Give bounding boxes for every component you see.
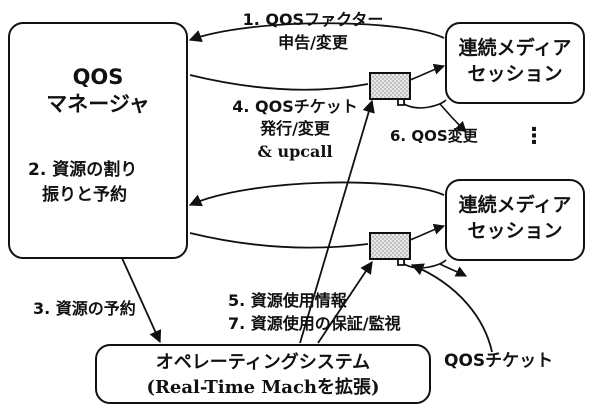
- loop-arc-bottom-upper: [188, 181, 445, 207]
- step1-label-line2: 申告/変更: [278, 33, 348, 53]
- step3-arrow: [121, 257, 162, 344]
- qos-manager-title: QOS マネージャ: [9, 64, 187, 119]
- os-label-line2: (Real-Time Machを拡張): [146, 377, 380, 399]
- media-session-box-2: [445, 179, 585, 261]
- os-to-ticket2-arrow: [317, 260, 373, 344]
- qos-manager-box: [8, 22, 188, 259]
- step1-label-line1: 1. QOSファクター: [242, 10, 384, 29]
- qos-manager-title-line1: QOS: [72, 65, 124, 89]
- media-session-label-2: 連続メディア セッション: [446, 193, 584, 244]
- media-session-label-1: 連続メディア セッション: [446, 36, 584, 87]
- ticket2-to-session2-arrow-b: [403, 259, 447, 269]
- step3-label: 3. 資源の予約: [33, 299, 136, 318]
- more-sessions-ellipsis: ⋮: [523, 124, 545, 149]
- step6-label: 6. QOS変更: [390, 127, 478, 145]
- qos-ticket-box-2: [369, 232, 411, 260]
- media-session-2-line1: 連続メディア: [458, 194, 572, 216]
- qos-ticket-box-1: [369, 72, 411, 100]
- step2-label: 2. 資源の割り 振りと予約: [28, 158, 137, 207]
- session2-down-arrow: [439, 263, 468, 277]
- step4-label: 4. QOSチケット 発行/変更 & upcall: [220, 96, 370, 163]
- os-box: [95, 344, 431, 404]
- loop-arc-top-upper: [188, 22, 445, 43]
- media-session-1-line2: セッション: [467, 62, 563, 85]
- step2-label-line1: 2. 資源の割り: [28, 160, 138, 180]
- media-session-2-line2: セッション: [467, 219, 563, 242]
- step4-label-line3: & upcall: [257, 141, 333, 161]
- step4-label-line1: 4. QOSチケット: [232, 97, 358, 116]
- step1-label: 1. QOSファクター 申告/変更: [218, 8, 408, 54]
- qos-ticket-label: QOSチケット: [444, 351, 554, 371]
- step6-arrow: [439, 103, 467, 133]
- ticket1-to-session1-arrow-a: [409, 63, 446, 81]
- step7-label: 7. 資源使用の保証/監視: [228, 314, 401, 333]
- step2-label-line2: 振りと予約: [42, 184, 127, 205]
- os-label-line1: オペレーティングシステム: [155, 352, 371, 373]
- loop-arc-top-lower: [189, 74, 369, 91]
- qos-ticket-callout-arrow: [410, 263, 493, 353]
- qos-manager-title-line2: マネージャ: [46, 92, 150, 117]
- step5-label: 5. 資源使用情報: [228, 291, 347, 310]
- media-session-1-line1: 連続メディア: [458, 37, 572, 59]
- step4-label-line2: 発行/変更: [260, 119, 330, 139]
- os-label: オペレーティングシステム (Real-Time Machを拡張): [96, 350, 430, 400]
- media-session-box-1: [445, 22, 585, 104]
- ticket1-to-session1-arrow-b: [403, 99, 447, 109]
- loop-arc-bottom-lower: [189, 232, 369, 249]
- ticket2-to-session2-arrow-a: [409, 223, 446, 241]
- os-to-ticket1-arrow: [299, 99, 375, 344]
